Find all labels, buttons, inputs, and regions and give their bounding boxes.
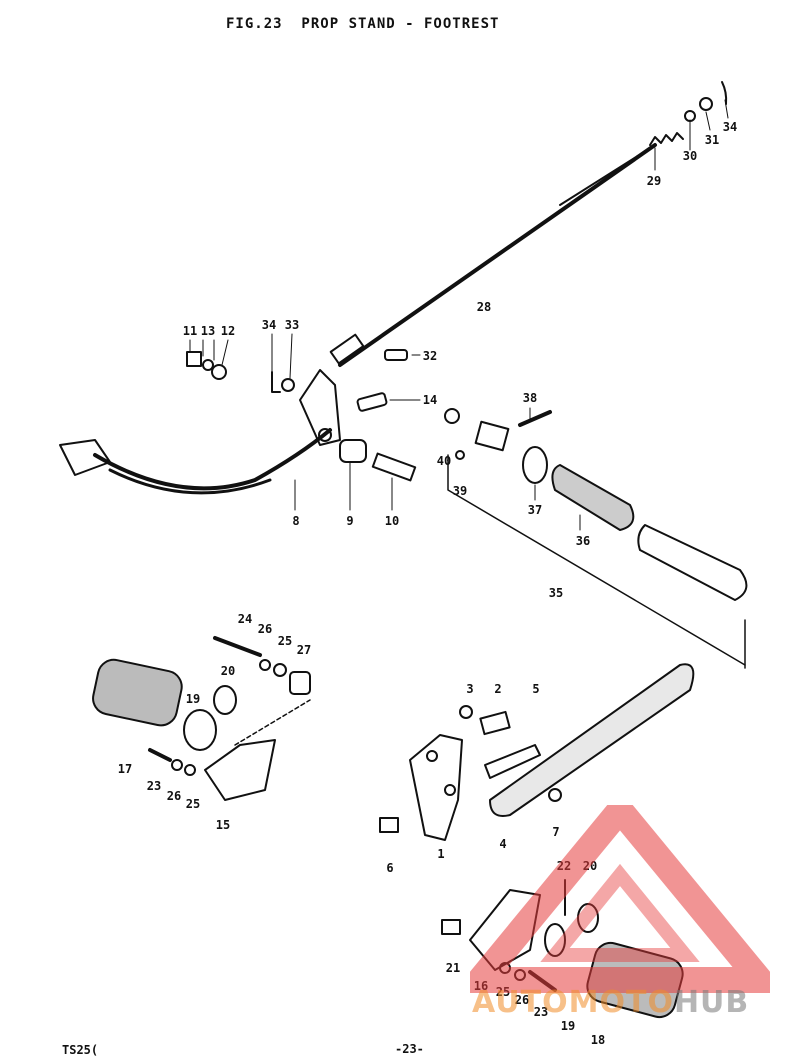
model-code: TS25( bbox=[62, 1043, 99, 1057]
bolt-24 bbox=[213, 636, 262, 657]
callout-10: 10 bbox=[385, 514, 399, 528]
cable-end bbox=[329, 333, 365, 365]
callout-32: 32 bbox=[423, 349, 437, 363]
callout-13: 13 bbox=[201, 324, 215, 338]
callout-19b: 19 bbox=[561, 1019, 575, 1033]
callout-25b: 25 bbox=[186, 797, 200, 811]
callout-23b: 23 bbox=[534, 1005, 548, 1019]
rubber-36 bbox=[551, 464, 635, 531]
pin-14 bbox=[356, 392, 388, 412]
washer-26a bbox=[259, 659, 271, 671]
callout-29: 29 bbox=[647, 174, 661, 188]
bolt-6 bbox=[379, 817, 399, 833]
cable-28 bbox=[338, 143, 657, 367]
pin-34 bbox=[271, 371, 281, 393]
callout-26c: 26 bbox=[515, 993, 529, 1007]
bolt-10 bbox=[371, 452, 417, 482]
bracket-1 bbox=[409, 734, 463, 841]
washer-19 bbox=[183, 709, 217, 751]
bolt-2 bbox=[479, 710, 511, 736]
bolt-23a bbox=[148, 748, 172, 762]
callout-21: 21 bbox=[446, 961, 460, 975]
callout-12: 12 bbox=[221, 324, 235, 338]
washer-31 bbox=[699, 97, 713, 111]
washer-12 bbox=[211, 364, 227, 380]
callout-23: 23 bbox=[147, 779, 161, 793]
callout-36: 36 bbox=[576, 534, 590, 548]
washer-13 bbox=[202, 359, 214, 371]
callout-3: 3 bbox=[466, 682, 473, 696]
callout-26: 26 bbox=[258, 622, 272, 636]
washer-26b bbox=[171, 759, 183, 771]
callout-17: 17 bbox=[118, 762, 132, 776]
washer-19b bbox=[544, 923, 566, 957]
nut-40 bbox=[444, 408, 460, 424]
bracket-38 bbox=[474, 420, 510, 452]
spring-20b bbox=[577, 903, 599, 933]
callout-8: 8 bbox=[292, 514, 299, 528]
callout-38: 38 bbox=[523, 391, 537, 405]
rubber-17 bbox=[92, 658, 183, 727]
callout-24: 24 bbox=[238, 612, 252, 626]
callout-25: 25 bbox=[278, 634, 292, 648]
bolt-38 bbox=[518, 410, 552, 427]
callout-37: 37 bbox=[528, 503, 542, 517]
watermark-logo bbox=[470, 805, 770, 993]
callout-6: 6 bbox=[386, 861, 393, 875]
pin-5 bbox=[484, 744, 541, 779]
callout-28: 28 bbox=[477, 300, 491, 314]
watermark-brand-part2: HUB bbox=[673, 985, 750, 1020]
page-number: -23- bbox=[395, 1042, 424, 1056]
washer-25b bbox=[184, 764, 196, 776]
spring-29 bbox=[649, 132, 684, 146]
callout-31: 31 bbox=[705, 133, 719, 147]
nut-27 bbox=[289, 671, 311, 695]
footrest-arm-4 bbox=[489, 663, 695, 817]
callout-35: 35 bbox=[549, 586, 563, 600]
callout-39: 39 bbox=[453, 484, 467, 498]
nut-7 bbox=[548, 788, 562, 802]
figure-title: FIG.23 PROP STAND - FOOTREST bbox=[226, 16, 500, 32]
callout-18: 18 bbox=[591, 1033, 605, 1047]
callout-9: 9 bbox=[346, 514, 353, 528]
callout-5: 5 bbox=[532, 682, 539, 696]
callout-19: 19 bbox=[186, 692, 200, 706]
bushing-9 bbox=[339, 439, 367, 463]
washer-3 bbox=[459, 705, 473, 719]
callout-20: 20 bbox=[221, 664, 235, 678]
callout-15: 15 bbox=[216, 818, 230, 832]
callout-33: 33 bbox=[285, 318, 299, 332]
callout-2: 2 bbox=[494, 682, 501, 696]
clip-34-top bbox=[721, 81, 728, 105]
callout-1: 1 bbox=[437, 847, 444, 861]
callout-34: 34 bbox=[262, 318, 276, 332]
callout-30: 30 bbox=[683, 149, 697, 163]
bolt-21 bbox=[441, 919, 461, 935]
watermark-brand-part1: AUTOMOTO bbox=[472, 985, 674, 1020]
callout-27: 27 bbox=[297, 643, 311, 657]
callout-14: 14 bbox=[423, 393, 437, 407]
callout-7: 7 bbox=[552, 825, 559, 839]
nut-33 bbox=[281, 378, 295, 392]
bolt-11 bbox=[186, 351, 202, 367]
callout-34-top: 34 bbox=[723, 120, 737, 134]
pin-35 bbox=[637, 524, 748, 601]
callout-26b: 26 bbox=[167, 789, 181, 803]
pin-32 bbox=[384, 349, 408, 361]
spring-20 bbox=[213, 685, 237, 715]
pin-39 bbox=[455, 450, 465, 460]
watermark-text: AUTOMOTOHUB bbox=[472, 985, 749, 1020]
washer-25a bbox=[273, 663, 287, 677]
callout-4: 4 bbox=[499, 837, 506, 851]
washer-37 bbox=[522, 446, 548, 484]
callout-40: 40 bbox=[437, 454, 451, 468]
callout-11: 11 bbox=[183, 324, 197, 338]
bracket-15 bbox=[204, 739, 276, 801]
